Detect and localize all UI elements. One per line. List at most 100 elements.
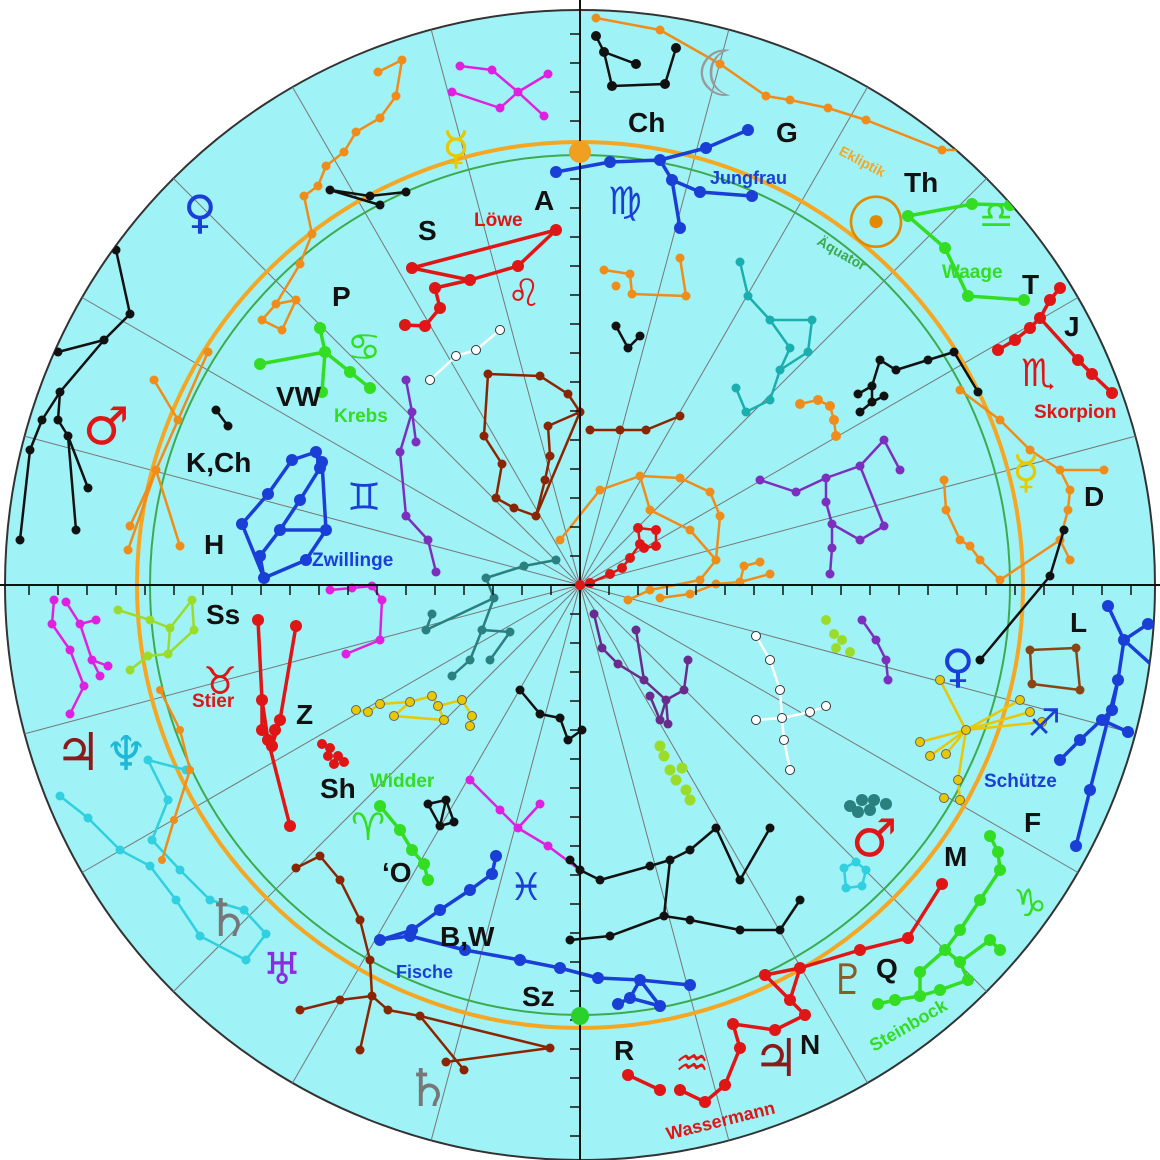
cyan-right — [839, 857, 871, 893]
cepheus-black-star — [37, 415, 47, 425]
little-dipper-star — [623, 343, 633, 353]
steinbock-star — [984, 934, 996, 946]
skorpion-star — [992, 344, 1004, 356]
black-lower-star — [645, 861, 655, 871]
perseus-star — [391, 91, 401, 101]
waage-star — [1018, 294, 1030, 306]
white-center — [751, 631, 831, 775]
letter-label: VW — [276, 381, 322, 412]
pegasus-orange-star — [695, 575, 705, 585]
yellow-center-star — [467, 711, 477, 721]
cepheus-black-star — [125, 309, 135, 319]
perseus-magenta-star — [325, 585, 335, 595]
bootes-line-star — [715, 59, 725, 69]
perseus-magenta-star — [341, 649, 351, 659]
lime-center-star — [670, 774, 682, 786]
cyan-lower-left-star — [143, 755, 153, 765]
cassiopeia-top-line — [458, 64, 550, 94]
cyan-lower-left — [55, 755, 271, 965]
widder-star — [422, 874, 434, 886]
purple-center-star — [661, 695, 671, 705]
draco-star — [543, 421, 553, 431]
draco-star — [479, 431, 489, 441]
big-orange-right-line — [968, 538, 1062, 582]
brown-right-star — [1025, 645, 1035, 655]
wassermann-star — [799, 1009, 811, 1021]
purple-center — [589, 609, 693, 729]
orange-left-star — [123, 545, 133, 555]
fische-star — [459, 944, 471, 956]
widder-star — [374, 800, 386, 812]
steinbock-star — [872, 998, 884, 1010]
purple-small-star — [883, 675, 893, 685]
wassermann-star — [854, 944, 866, 956]
skorpion-star — [1044, 294, 1056, 306]
lynx-star — [471, 345, 481, 355]
wassermann-star — [902, 932, 914, 944]
orange-left-star — [203, 347, 213, 357]
saturn-icon: ♄ — [405, 1059, 452, 1119]
cepheus-black-line — [56, 248, 132, 354]
waage-star — [962, 290, 974, 302]
big-orange-right-star — [1025, 445, 1035, 455]
magenta-center-star — [495, 805, 505, 815]
cyan-lower-left-star — [239, 905, 249, 915]
fische-star — [634, 974, 646, 986]
loewe-star — [550, 224, 562, 236]
draco-tail-line — [588, 414, 682, 432]
waage-line — [906, 214, 1026, 302]
hercules-star — [807, 315, 817, 325]
big-orange-right-star — [975, 555, 985, 565]
purple-center-star — [655, 715, 665, 725]
lime-center-star — [664, 764, 676, 776]
venus-icon: ♀ — [183, 185, 217, 239]
yellow-right-line — [964, 720, 1044, 732]
auriga-purple-star — [401, 511, 411, 521]
big-orange-right-star — [1099, 465, 1109, 475]
lime-left-star — [187, 595, 197, 605]
ophiuchus-black-star — [973, 387, 983, 397]
purple-center-star — [639, 675, 649, 685]
waage-star — [939, 242, 951, 254]
black-center-small-star — [555, 713, 565, 723]
magenta-left-star — [79, 681, 89, 691]
loewe-star — [399, 319, 411, 331]
loewe-star — [464, 274, 476, 286]
cygnus-like — [755, 435, 905, 579]
magenta-left-star — [47, 619, 57, 629]
fische — [374, 850, 696, 1012]
perseus-star — [339, 147, 349, 157]
pluto-icon: ♇ — [829, 955, 867, 1004]
zodiac-name-loewe: Löwe — [474, 210, 523, 231]
letter-label: Th — [904, 167, 938, 198]
magenta-left-star — [65, 709, 75, 719]
zodiac-name-skorpion: Skorpion — [1034, 402, 1116, 423]
orange-left-arc-star — [170, 816, 178, 824]
cassiopeia-top — [447, 61, 553, 121]
bootes-line-star — [823, 103, 833, 113]
hercules-star — [765, 395, 775, 405]
perseus-line — [260, 58, 404, 332]
letter-label: S — [418, 215, 437, 246]
magenta-left-star — [95, 671, 105, 681]
cyan-lower-left-star — [205, 895, 215, 905]
hour-spoke — [579, 174, 991, 586]
black-lower-star — [659, 911, 669, 921]
orange-left-arc-star — [158, 856, 166, 864]
yellow-center-star — [433, 701, 443, 711]
schuetze-star — [1074, 734, 1086, 746]
uranus-icon: ♅ — [262, 944, 301, 995]
magenta-left-star — [75, 619, 85, 629]
teal-center-star — [465, 655, 475, 665]
brown-lower-left-star — [365, 955, 375, 965]
pegasus-orange-star — [675, 473, 685, 483]
hercules-star — [775, 365, 785, 375]
zodiac-glyph-steinbock: ♑ — [1013, 881, 1047, 925]
letter-label: Sz — [522, 981, 555, 1012]
yellow-right-line — [964, 698, 1022, 732]
ursa-major-line — [602, 50, 638, 66]
hercules-star — [765, 315, 775, 325]
black-small-left-star — [223, 421, 233, 431]
steinbock-star — [994, 944, 1006, 956]
magenta-center-star — [513, 823, 523, 833]
